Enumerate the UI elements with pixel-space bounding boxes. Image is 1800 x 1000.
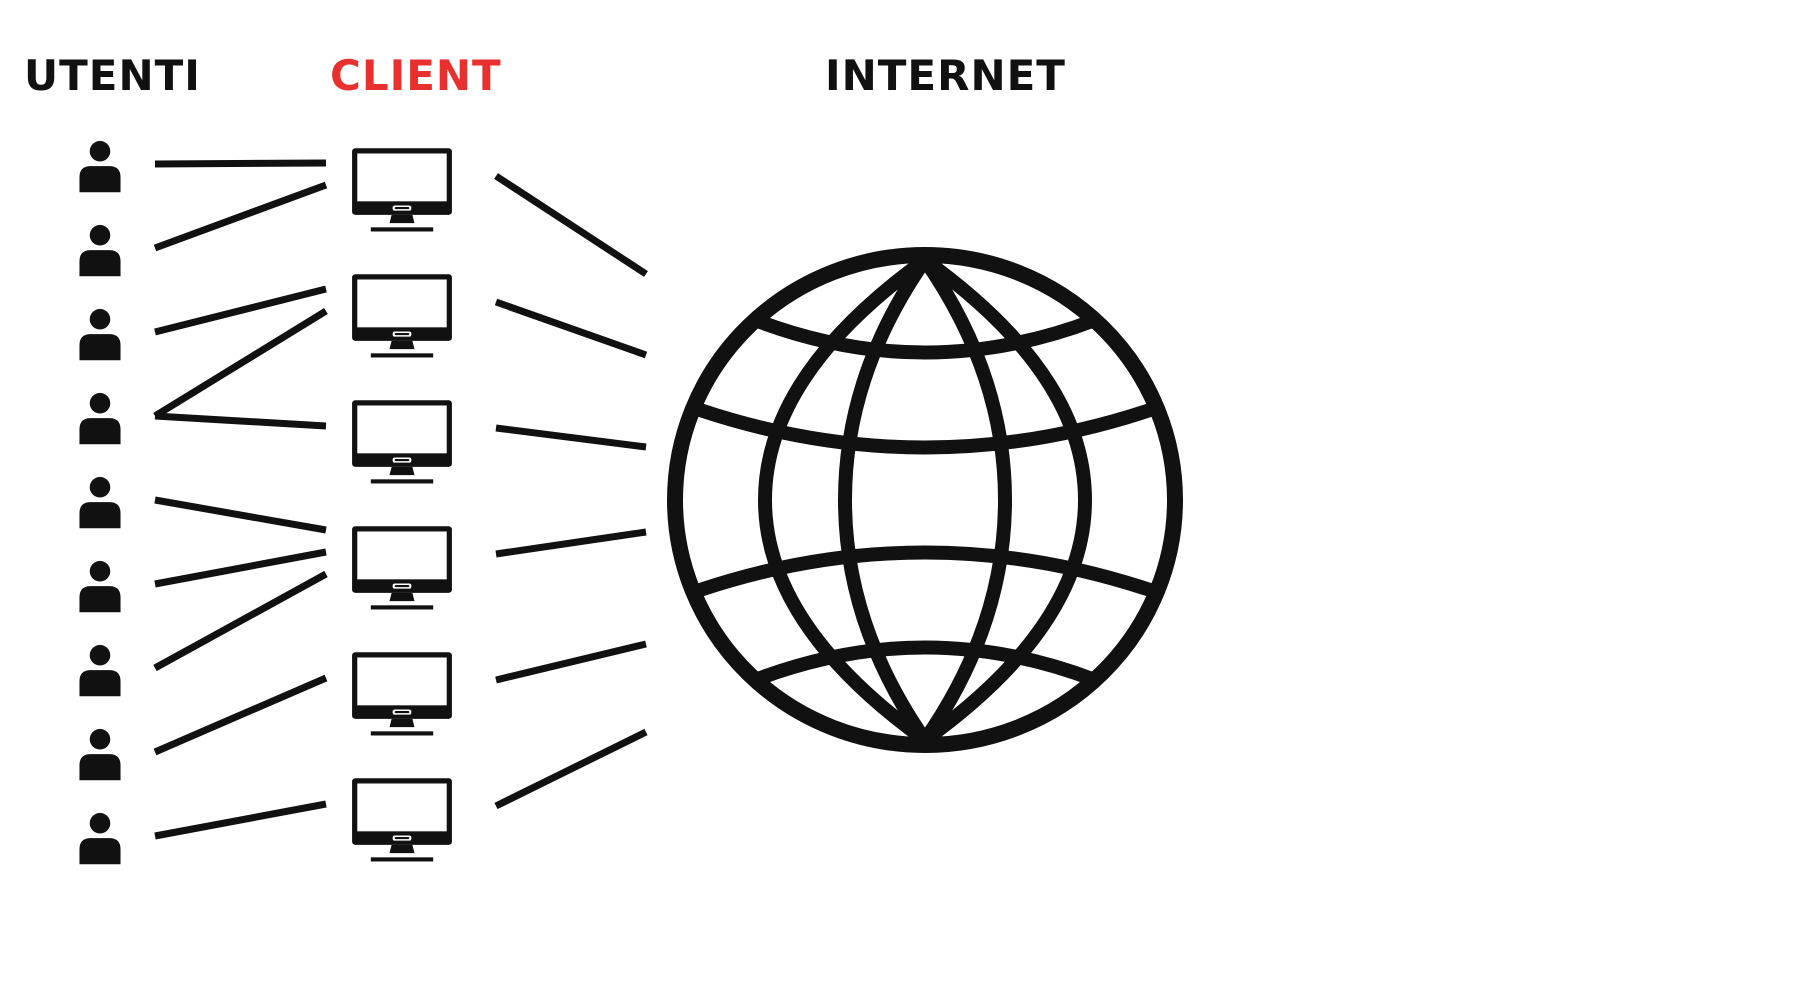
- monitor-icon: [352, 526, 452, 610]
- connection-line: [154, 496, 327, 534]
- users-header: UTENTI: [24, 51, 201, 100]
- connection-line: [495, 640, 647, 684]
- user-icon: [79, 224, 121, 277]
- connection-line: [153, 570, 328, 672]
- monitor-icon: [352, 652, 452, 736]
- monitor-icon: [352, 778, 452, 862]
- connection-line: [153, 308, 328, 419]
- connection-line: [154, 159, 327, 168]
- monitor-icon: [352, 274, 452, 358]
- user-icon: [79, 476, 121, 529]
- connection-line: [495, 528, 647, 558]
- user-icon: [79, 644, 121, 697]
- monitor-icon: [352, 148, 452, 232]
- connection-line: [494, 298, 648, 359]
- user-icon: [79, 140, 121, 193]
- globe-icon: [667, 247, 1183, 753]
- connection-line: [154, 548, 327, 588]
- user-icon: [79, 728, 121, 781]
- connection-line: [153, 674, 328, 756]
- connection-line: [495, 424, 647, 451]
- client-header: CLIENT: [330, 51, 502, 100]
- connection-line: [494, 728, 648, 810]
- connection-line: [154, 285, 327, 336]
- user-icon: [79, 812, 121, 865]
- connection-line: [154, 412, 327, 430]
- user-icon: [79, 392, 121, 445]
- user-icon: [79, 560, 121, 613]
- connection-line: [154, 800, 327, 840]
- connection-line: [494, 173, 648, 277]
- connection-line: [153, 181, 328, 252]
- monitor-icon: [352, 400, 452, 484]
- internet-header: INTERNET: [825, 51, 1066, 100]
- user-icon: [79, 308, 121, 361]
